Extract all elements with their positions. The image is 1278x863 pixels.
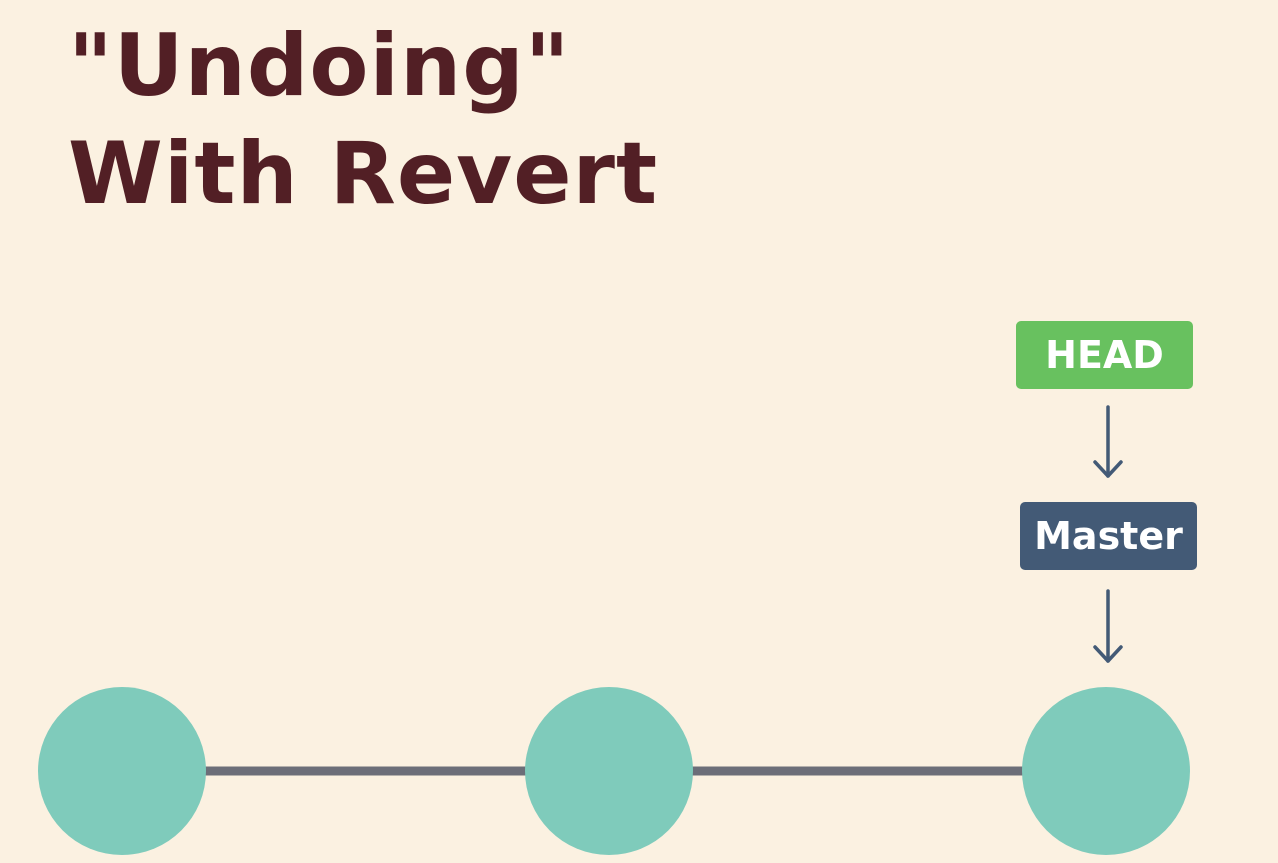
commit-node-1 [38, 687, 206, 855]
commit-node-3 [1022, 687, 1190, 855]
head-to-master-arrow [1093, 405, 1123, 478]
master-branch-label: Master [1020, 502, 1197, 570]
title-line-1: "Undoing" [68, 16, 571, 116]
head-pointer-label: HEAD [1016, 321, 1193, 389]
title-line-2: With Revert [68, 124, 659, 224]
slide-title: "Undoing" With Revert [68, 12, 658, 228]
master-to-commit-arrow [1093, 589, 1123, 663]
commit-node-2 [525, 687, 693, 855]
